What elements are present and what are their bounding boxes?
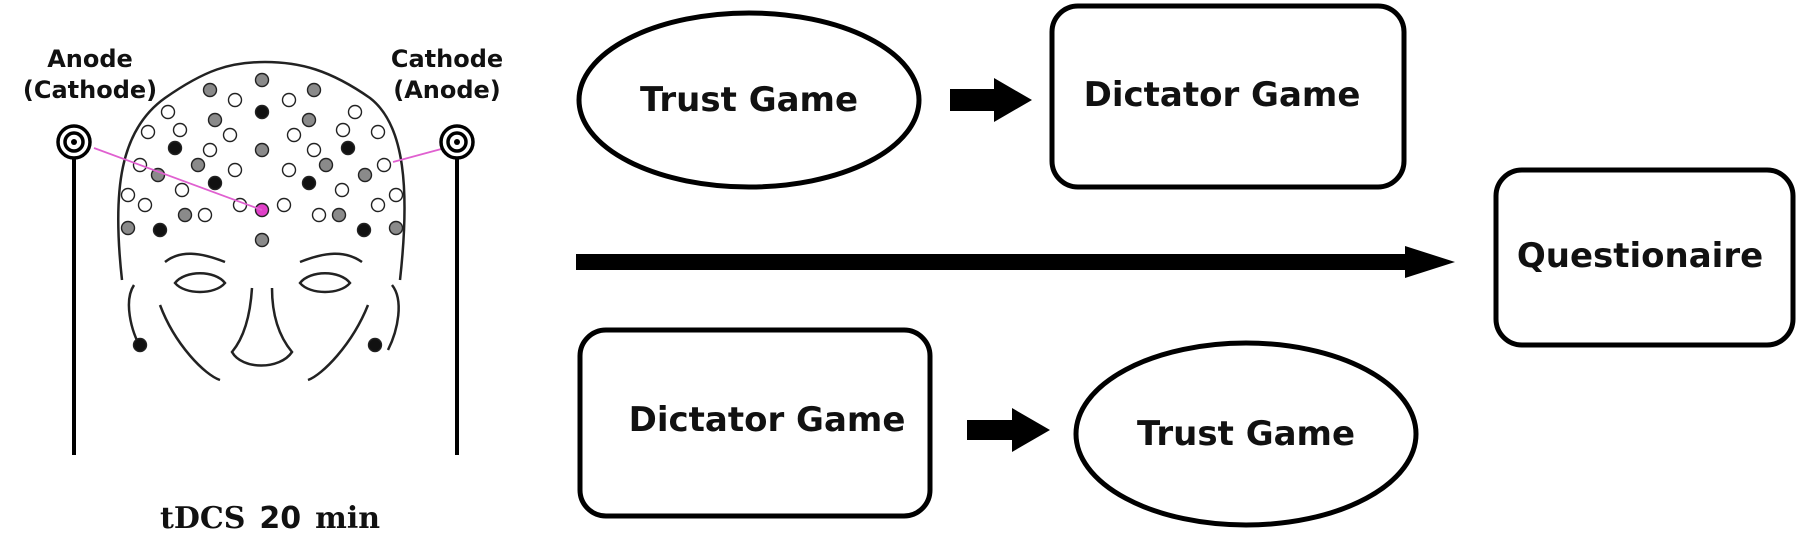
electrode-dot	[202, 142, 218, 158]
seq-a-second-label: Dictator Game	[1083, 75, 1361, 115]
stimulation-caption: tDCS 20 min	[160, 501, 380, 536]
electrode-dot	[177, 207, 193, 223]
electrode-dot	[254, 72, 270, 88]
electrode-dot	[227, 92, 243, 108]
right-electrode-label-line2: (Anode)	[393, 76, 501, 104]
left-electrode-label-line2: (Cathode)	[22, 76, 158, 104]
electrode-dot	[356, 222, 372, 238]
electrode-dot	[132, 337, 148, 353]
electrode-dot	[174, 182, 190, 198]
seq-a-first-node	[576, 10, 922, 190]
electrode-dot	[370, 197, 386, 213]
electrode-dot	[311, 207, 327, 223]
electrode-dot	[137, 197, 153, 213]
electrode-dot	[120, 220, 136, 236]
electrode-dot	[306, 82, 322, 98]
right-electrode-icon-core	[454, 139, 460, 145]
electrode-dot	[167, 140, 183, 156]
seq-b-first-label: Dictator Game	[628, 400, 906, 440]
electrode-dot	[318, 157, 334, 173]
electrode-dot	[172, 122, 188, 138]
right-connector-line	[392, 147, 446, 163]
stimulation-method: tDCS	[160, 501, 246, 536]
electrode-dot	[301, 112, 317, 128]
left-electrode-icon-core	[71, 139, 77, 145]
electrode-dot	[190, 157, 206, 173]
head-illustration	[116, 60, 406, 382]
flow-diagram	[576, 3, 1796, 528]
seq-b-arrow-shaft	[967, 420, 1012, 440]
left-connector-line	[93, 147, 263, 211]
electrode-dot	[357, 167, 373, 183]
right-electrode-label-line1: Cathode	[390, 45, 504, 73]
electrode-dot	[207, 175, 223, 191]
electrode-dot	[152, 222, 168, 238]
electrode-dot	[370, 124, 386, 140]
seq-a-arrow-head	[994, 78, 1032, 122]
stimulation-duration-unit: min	[315, 501, 381, 536]
electrode-leads	[56, 124, 475, 455]
main-arrow-head	[1405, 246, 1455, 278]
electrode-dot	[281, 92, 297, 108]
electrode-dot	[140, 124, 156, 140]
final-step-node	[1493, 167, 1796, 348]
electrode-dot	[347, 104, 363, 120]
seq-a-second-node	[1049, 3, 1407, 190]
seq-b-first-node	[577, 327, 933, 519]
electrode-dot	[340, 140, 356, 156]
electrode-dot	[301, 175, 317, 191]
electrode-dot	[254, 142, 270, 158]
seq-b-second-label: Trust Game	[1136, 414, 1356, 454]
right-electrode-label: Cathode (Anode)	[357, 44, 537, 106]
electrode-dot	[281, 162, 297, 178]
electrode-dot	[227, 162, 243, 178]
electrode-dot	[222, 127, 238, 143]
electrode-dot	[254, 104, 270, 120]
seq-a-arrow-shaft	[950, 89, 994, 111]
electrode-dot	[207, 112, 223, 128]
seq-b-second-node	[1073, 340, 1419, 528]
electrode-dot	[120, 187, 136, 203]
electrode-dot	[388, 187, 404, 203]
electrode-dot	[376, 157, 392, 173]
main-arrow-shaft	[576, 254, 1405, 270]
electrode-dot	[388, 220, 404, 236]
electrode-dot	[286, 127, 302, 143]
electrode-dot	[331, 207, 347, 223]
electrode-dot	[276, 197, 292, 213]
electrode-dot	[254, 232, 270, 248]
electrode-dot	[202, 82, 218, 98]
electrode-dot	[197, 207, 213, 223]
electrode-dot	[160, 104, 176, 120]
seq-a-first-label: Trust Game	[639, 80, 859, 120]
final-step-label: Questionaire	[1516, 236, 1764, 276]
electrode-dot	[306, 142, 322, 158]
seq-b-arrow-head	[1012, 408, 1050, 452]
left-electrode-label: Anode (Cathode)	[0, 44, 180, 106]
electrode-dot	[150, 167, 166, 183]
electrode-dot	[335, 122, 351, 138]
electrode-dot	[367, 337, 383, 353]
electrode-dot	[334, 182, 350, 198]
stimulation-duration-value: 20	[259, 501, 302, 536]
left-electrode-label-line1: Anode	[47, 45, 133, 73]
electrode-grid	[120, 72, 404, 353]
